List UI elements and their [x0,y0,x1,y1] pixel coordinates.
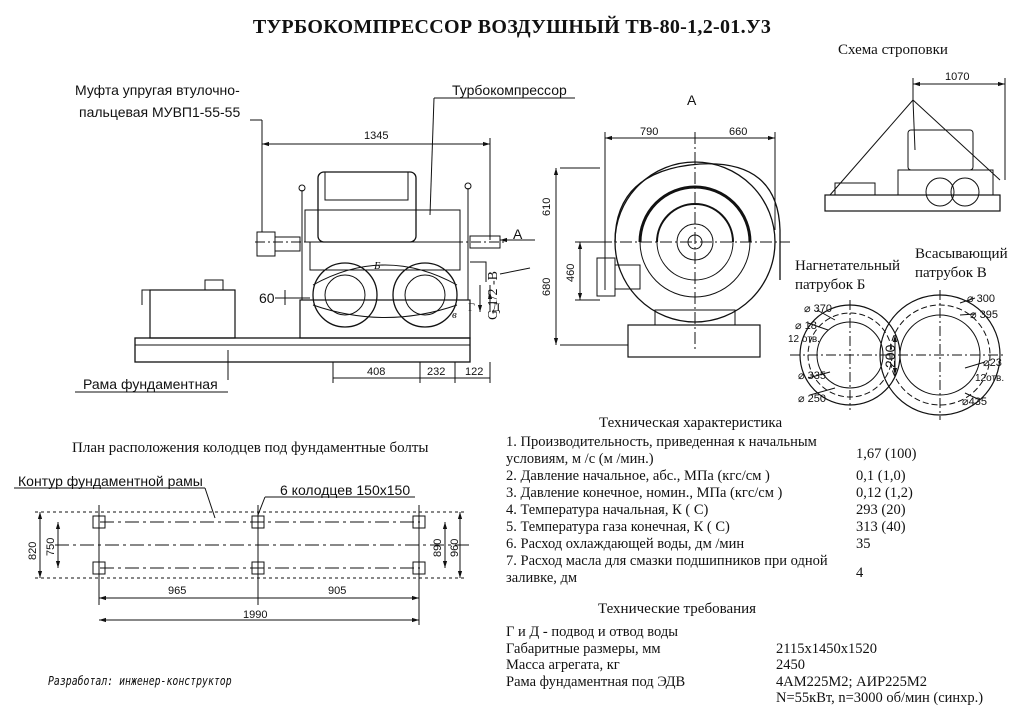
sling-scheme-label: Схема строповки [838,42,948,58]
frame-label: Рама фундаментная [83,376,218,392]
motor-power-line: N=55кВт, n=3000 об/мин (синхр.) [776,690,984,706]
spec-value: 1,67 (100) [856,446,917,462]
flange-holes-right: 12отв. [975,373,1005,384]
spec-value: 4 [856,565,864,581]
flange-d23: ⌀23 [983,357,1002,369]
req-value: 4АМ225М2; АИР225М2 [776,673,928,690]
dim-680: 680 [541,277,553,296]
flanges-drawing [790,290,1005,420]
req-value: 2450 [776,657,805,673]
dim-660: 660 [729,126,748,138]
flange-d335: ⌀ 335 [798,370,827,382]
dim-460: 460 [565,263,577,282]
dim-610: 610 [541,197,553,216]
spec-label: 6. Расход охлаждающей воды, дм /мин [506,536,745,552]
flange-holes-left: 12 отв. [788,334,820,345]
spec-row: 4. Температура начальная, К ( С) 293 (20) [506,502,926,519]
requirements-list: Г и Д - подвод и отвод воды Габаритные р… [506,624,1016,707]
letter-d: Д [492,300,501,314]
flange-d395: ⌀ 395 [970,309,999,321]
spec-label: 4. Температура начальная, К ( С) [506,502,709,518]
frame-contour-label: Контур фундаментной рамы [18,473,203,489]
dim-232: 232 [427,366,446,378]
flange-d250: ⌀ 250 [798,393,827,405]
wells-count-label: 6 колодцев 150x150 [280,482,411,498]
spec-label: 3. Давление конечное, номин., МПа (кгс/с… [506,485,783,501]
req-row: N=55кВт, n=3000 об/мин (синхр.) [506,690,1016,707]
spec-value: 0,1 (1,0) [856,468,906,484]
spec-value: 293 (20) [856,502,906,518]
dim-750: 750 [45,537,57,556]
arrow-a-label: А [513,226,523,242]
spec-row: 6. Расход охлаждающей воды, дм /мин 35 [506,536,926,553]
dim-905: 905 [328,585,347,597]
spec-row: 7. Расход масла для смазки подшипников п… [506,553,926,587]
spec-row: 3. Давление конечное, номин., МПа (кгс/с… [506,485,926,502]
dim-1070: 1070 [945,71,970,83]
suction-label-line2: патрубок В [915,265,987,281]
discharge-label-line2: патрубок Б [795,277,866,293]
wells-plan-title: План расположения колодцев под фундамент… [72,440,429,456]
dim-960: 960 [449,538,461,557]
flange-d18: ⌀ 18 [795,320,817,332]
spec-label: 5. Температура газа конечная, К ( С) [506,519,730,535]
req-label: Габаритные размеры, мм [506,640,661,657]
author-label: Разработал: инженер-конструктор [48,674,232,688]
dim-122: 122 [465,366,484,378]
dim-790: 790 [640,126,659,138]
wells-plan-drawing [14,487,470,625]
pipe-thread-label: G 1/2 -В [486,271,501,320]
spec-value: 0,12 (1,2) [856,485,913,501]
req-value: 2115x1450x1520 [776,640,877,657]
suction-label-line1: Всасывающий [915,246,1008,262]
req-row: Рама фундаментная под ЭДВ 4АМ225М2; АИР22… [506,674,1016,691]
sling-scheme-drawing [824,78,1006,212]
dim-60: 60 [259,290,275,306]
requirements-title: Технические требования [598,601,757,617]
req-label: Рама фундаментная под ЭДВ [506,673,686,690]
spec-label: 2. Давление начальное, абс., МПа (кгс/см… [506,468,770,484]
dim-408: 408 [367,366,386,378]
letter-g: Г [468,300,475,314]
coupling-label-line2: пальцевая МУВП1-55-55 [79,104,241,120]
page-title: ТУРБОКОМПРЕССОР ВОЗДУШНЫЙ ТВ-80-1,2-01.У… [252,16,772,38]
spec-value: 35 [856,536,871,552]
dim-965: 965 [168,585,187,597]
spec-label: 1. Производительность, приведенная к нач… [506,434,817,467]
main-side-view [75,97,575,393]
view-a-drawing [553,132,790,358]
req-label: Масса агрегата, кг [506,657,620,673]
specs-list: 1. Производительность, приведенная к нач… [506,434,926,587]
req-row: Г и Д - подвод и отвод воды [506,624,1016,641]
coupling-label-line1: Муфта упругая втулочно- [75,82,240,98]
req-row: Масса агрегата, кг 2450 [506,657,1016,674]
flange-d435: ⌀435 [962,396,987,408]
compressor-label: Турбокомпрессор [452,82,567,98]
req-line1: Г и Д - подвод и отвод воды [506,624,678,640]
dim-1990: 1990 [243,609,268,621]
discharge-label-line1: Нагнетательный [795,258,901,274]
flange-dim-200: 200 [882,344,898,368]
spec-row: 5. Температура газа конечная, К ( С) 313 … [506,519,926,536]
dim-890: 890 [432,538,444,557]
dim-820: 820 [27,541,39,560]
letter-v-small: в [452,309,457,321]
view-a-label: А [687,92,697,108]
flange-d300: ⌀ 300 [967,293,996,305]
req-row: Габаритные размеры, мм 2115x1450x1520 [506,641,1016,658]
spec-value: 313 (40) [856,519,906,535]
spec-label: 7. Расход масла для смазки подшипников п… [506,553,828,586]
specs-title: Техническая характеристика [599,415,783,431]
flange-d370: ⌀ 370 [804,303,833,315]
letter-b-small: Б [374,260,381,272]
spec-row: 2. Давление начальное, абс., МПа (кгс/см… [506,468,926,485]
spec-row: 1. Производительность, приведенная к нач… [506,434,926,468]
dim-1345: 1345 [364,130,389,142]
